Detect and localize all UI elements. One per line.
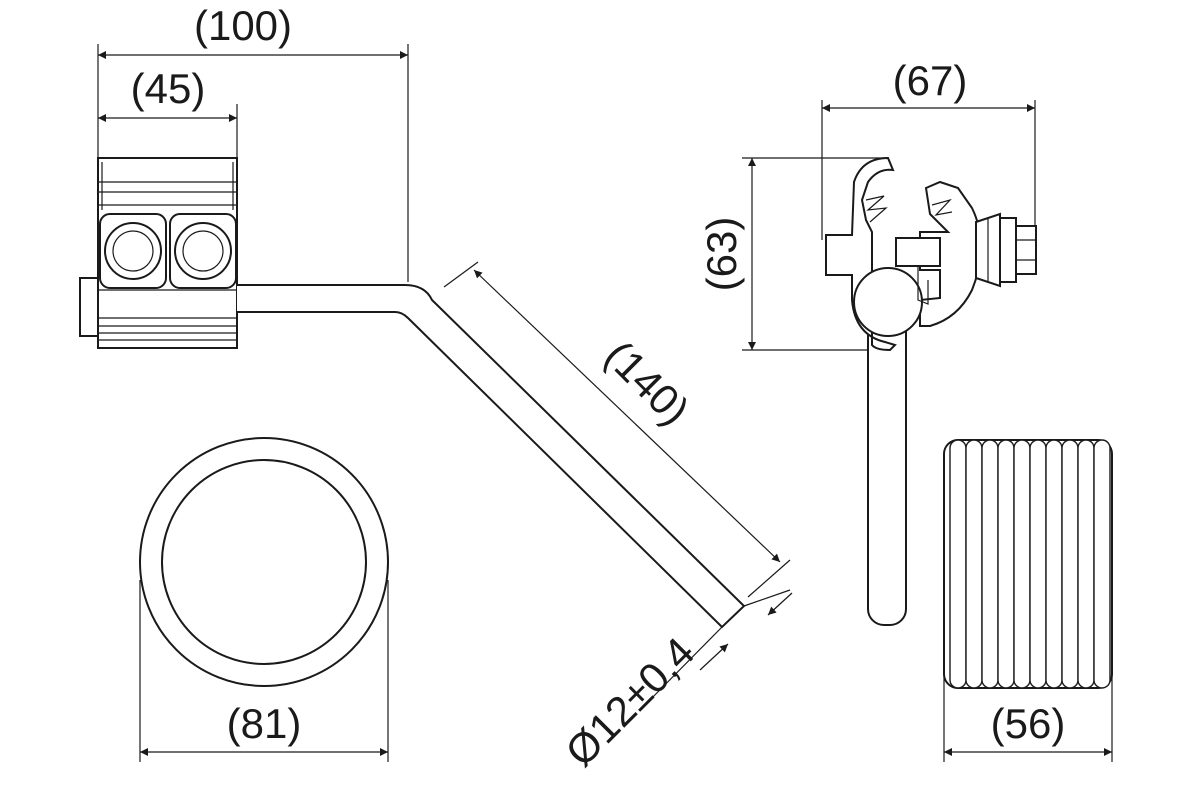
dimension-side-height: (63)	[698, 158, 756, 350]
side-view	[742, 100, 1037, 626]
ring-inner	[161, 459, 367, 665]
dimension-arm-length: (140)	[443, 261, 791, 598]
dimension-rod-diameter: Ø12±0,4	[556, 589, 793, 775]
bent-rod	[237, 284, 746, 629]
clamp-block	[97, 157, 238, 349]
rod-stub-left	[79, 277, 99, 337]
dimension-clamp-width: (45)	[98, 65, 237, 122]
coil-turns	[949, 439, 1111, 689]
dimension-overall-length-label: (100)	[194, 2, 292, 49]
dimension-side-width: (67)	[822, 57, 1035, 112]
dimension-clamp-width-label: (45)	[131, 65, 206, 112]
front-view	[79, 44, 746, 629]
ring-view: (81)	[139, 437, 389, 762]
dimension-arm-length-label: (140)	[596, 331, 699, 434]
dimension-ring-diameter-label: (81)	[227, 700, 302, 747]
dimension-coil-width-label: (56)	[991, 700, 1066, 747]
hook-body	[825, 156, 897, 352]
dimension-side-height-label: (63)	[698, 217, 745, 292]
dimension-rod-diameter-label: Ø12±0,4	[556, 628, 703, 775]
bolt-head-right-icon	[169, 213, 237, 289]
dimension-side-width-label: (67)	[893, 57, 968, 104]
bolt-nut-icon	[975, 212, 1037, 288]
clamp-jaw	[919, 180, 982, 327]
coil-view: (56)	[943, 439, 1113, 762]
cable-section	[853, 267, 923, 337]
connector-plate	[895, 237, 941, 267]
dimension-overall-length: (100)	[98, 2, 408, 59]
bolt-head-left-icon	[99, 213, 167, 289]
